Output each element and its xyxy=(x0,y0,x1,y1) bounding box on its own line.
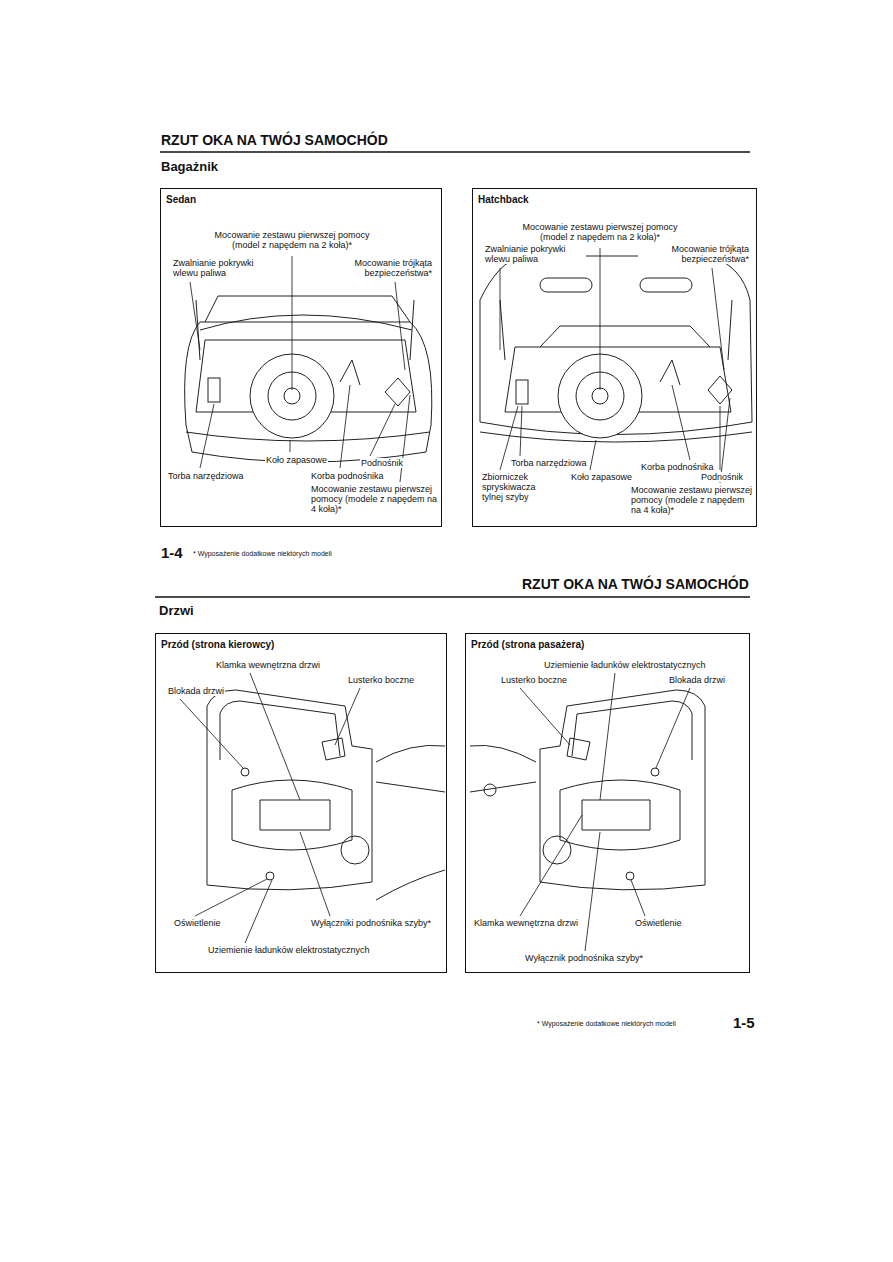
part-label: Mocowanie zestawu pierwszej pomocy (mode… xyxy=(514,222,686,242)
part-label: Lusterko boczne xyxy=(500,675,568,685)
sedan-trunk xyxy=(185,296,432,462)
rule xyxy=(155,596,750,598)
section-heading: Drzwi xyxy=(158,604,195,619)
page-header: RZUT OKA NA TWÓJ SAMOCHÓD xyxy=(521,577,750,593)
part-label: Zwalnianie pokrywki wlewu paliwa xyxy=(484,244,586,264)
part-label: Mocowanie zestawu pierwszej pomocy (mode… xyxy=(206,230,378,250)
part-label: Mocowanie trójkąta bezpieczeństwa* xyxy=(321,258,433,278)
part-label: Podnośnik xyxy=(700,472,744,482)
panel-heading: Przód (strona kierowcy) xyxy=(156,636,279,654)
panel-heading: Przód (strona pasażera) xyxy=(466,636,589,654)
page-number: 1-5 xyxy=(732,1015,756,1032)
panel-heading: Hatchback xyxy=(473,191,534,209)
footnote: * Wyposażenie dodatkowe niektórych model… xyxy=(536,1020,677,1028)
hatchback-trunk xyxy=(480,256,752,442)
part-label: Mocowanie zestawu pierwszej pomocy (mode… xyxy=(630,485,754,515)
part-label: Zwalnianie pokrywki wlewu paliwa xyxy=(172,258,274,278)
part-label: Oświetlenie xyxy=(634,918,683,928)
driver-door xyxy=(207,690,445,900)
part-label: Torba narzędziowa xyxy=(167,471,245,481)
part-label: Wyłącznik podnośnika szyby* xyxy=(524,953,644,963)
part-label: Mocowanie trójkąta bezpieczeństwa* xyxy=(638,244,750,264)
page-number: 1-4 xyxy=(160,545,184,562)
part-label: Podnośnik xyxy=(360,458,404,468)
leader-lines xyxy=(180,248,730,951)
part-label: Uziemienie ładunków elektrostatycznych xyxy=(207,945,371,955)
part-label: Klamka wewnętrzna drzwi xyxy=(473,918,579,928)
footnote: * Wyposażenie dodatkowe niektórych model… xyxy=(192,550,333,558)
part-label: Blokada drzwi xyxy=(668,675,726,685)
page-header: RZUT OKA NA TWÓJ SAMOCHÓD xyxy=(160,133,389,149)
part-label: Wyłączniki podnośnika szyby* xyxy=(310,918,432,928)
part-label: Blokada drzwi xyxy=(167,686,225,696)
part-label: Koło zapasowe xyxy=(570,472,633,482)
passenger-door xyxy=(470,690,705,890)
part-label: Lusterko boczne xyxy=(347,675,415,685)
rule xyxy=(160,151,750,153)
part-label: Korba podnośnika xyxy=(310,471,385,481)
part-label: Korba podnośnika xyxy=(640,462,715,472)
part-label: Zbiorniczek spryskiwacza tylnej szyby xyxy=(481,472,548,502)
part-label: Oświetlenie xyxy=(173,918,222,928)
part-label: Uziemienie ładunków elektrostatycznych xyxy=(543,660,707,670)
part-label: Koło zapasowe xyxy=(265,455,328,465)
section-heading: Bagażnik xyxy=(160,160,219,175)
panel-heading: Sedan xyxy=(161,191,201,209)
part-label: Torba narzędziowa xyxy=(510,458,588,468)
part-label: Mocowanie zestawu pierwszej pomocy (mode… xyxy=(310,484,440,514)
part-label: Klamka wewnętrzna drzwi xyxy=(215,660,321,670)
